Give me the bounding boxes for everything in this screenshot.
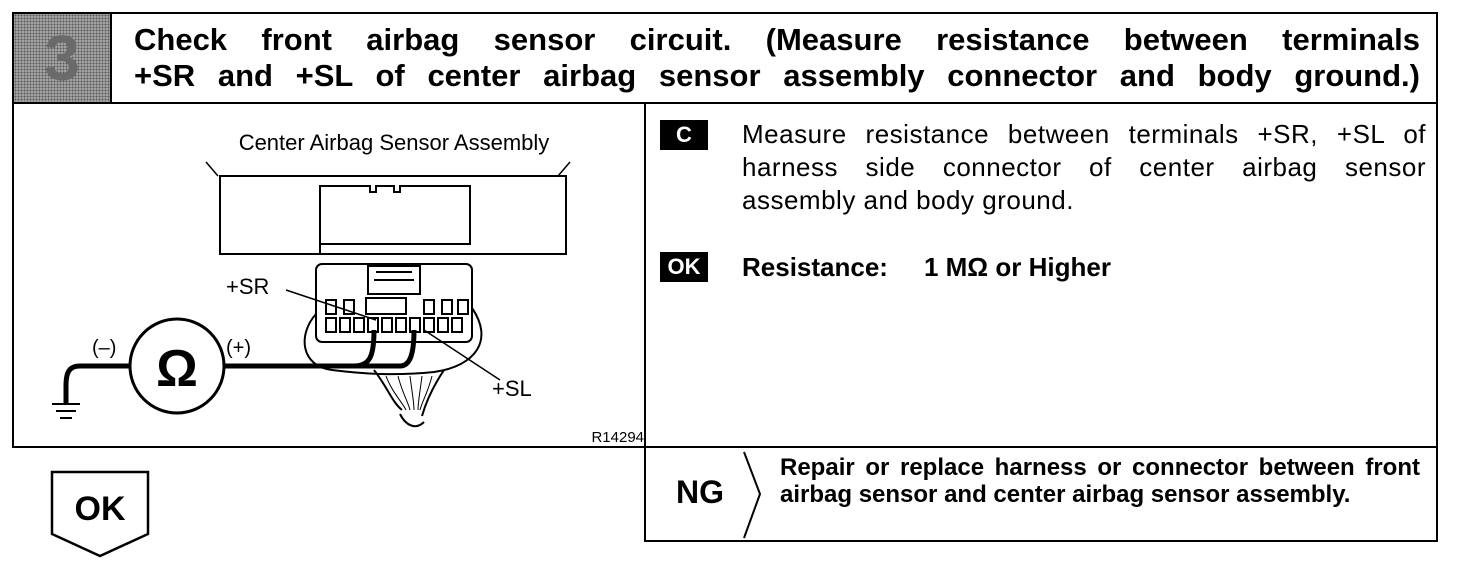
figure-code: R14294 — [591, 429, 644, 446]
wiring-diagram: Center Airbag Sensor Assembly — [14, 104, 644, 446]
step-number: 3 — [44, 22, 80, 94]
probe-leads — [63, 329, 417, 404]
step-title: Check front airbag sensor circuit. (Meas… — [134, 22, 1420, 94]
terminal-sl-leader — [423, 329, 501, 381]
terminal-sr-label: +SR — [226, 274, 269, 299]
step-number-badge: 3 — [14, 14, 112, 102]
terminal-sr-leader — [285, 289, 377, 321]
instruction-panel: C Measure resistance between terminals +… — [646, 104, 1436, 446]
sensor-assembly-body — [219, 175, 567, 255]
step-title-line-1: Check front airbag sensor circuit. (Meas… — [134, 22, 1420, 57]
step-header: 3 Check front airbag sensor circuit. (Me… — [12, 12, 1438, 104]
ok-badge: OK — [660, 252, 708, 282]
harness-wires — [385, 375, 433, 411]
column-divider — [644, 104, 646, 446]
step-title-line-2: +SR and +SL of center airbag sensor asse… — [134, 58, 1420, 93]
terminal-sl-label: +SL — [492, 376, 532, 401]
ng-result-box: NG Repair or replace harness or connecto… — [644, 448, 1438, 542]
wiring-diagram-svg: Center Airbag Sensor Assembly — [52, 130, 571, 428]
ohmmeter-symbol: Ω — [156, 340, 198, 398]
ng-label: NG — [676, 474, 724, 510]
probe-plus-label: (+) — [226, 337, 251, 359]
assembly-label-leaders — [205, 161, 571, 177]
ground-symbol — [52, 403, 80, 419]
ok-arrow-icon — [50, 470, 150, 558]
harness-connector — [303, 263, 483, 428]
ng-chevron-icon — [743, 451, 762, 539]
ok-criteria-value: 1 MΩ or Higher — [923, 252, 1111, 282]
assembly-label: Center Airbag Sensor Assembly — [239, 130, 550, 155]
ok-criteria: Resistance: 1 MΩ or Higher — [742, 252, 1111, 282]
ng-action-text: Repair or replace harness or connector b… — [780, 454, 1420, 508]
probe-minus-label: (–) — [92, 337, 116, 359]
ok-arrow-label: OK — [74, 490, 126, 528]
procedure-box: Center Airbag Sensor Assembly — [12, 102, 1438, 448]
ohmmeter-dial — [128, 317, 226, 415]
instruction-text: Measure resistance between terminals +SR… — [742, 119, 1426, 215]
condition-badge: C — [660, 120, 708, 150]
ok-criteria-label: Resistance: — [742, 252, 888, 282]
